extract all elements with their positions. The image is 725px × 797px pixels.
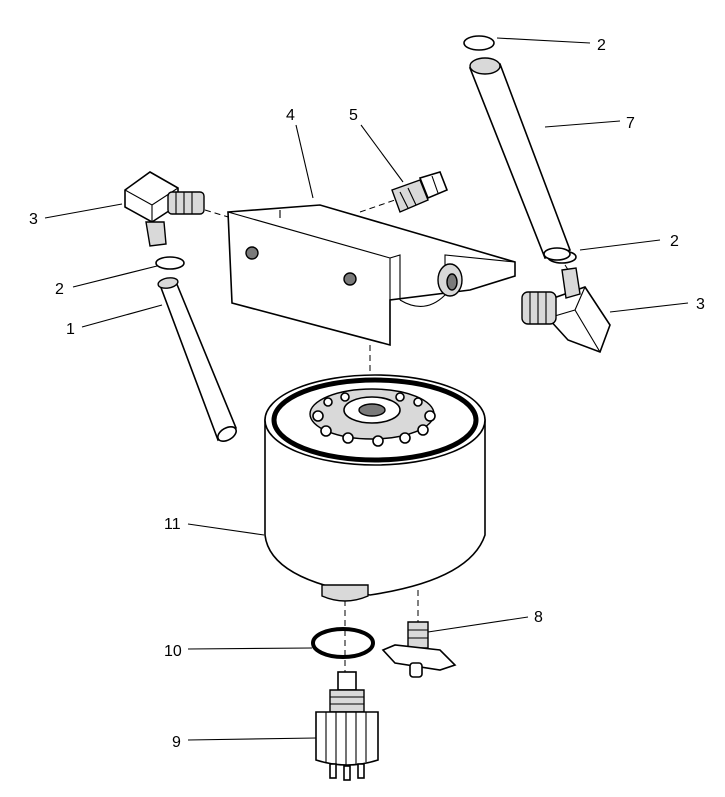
part-5-fitting — [391, 171, 449, 213]
part-11-filter — [264, 374, 486, 602]
part-10-o-ring — [311, 627, 375, 659]
callout-3-right: 3 — [696, 296, 705, 313]
callout-8: 8 — [534, 609, 543, 626]
callout-2-top: 2 — [597, 37, 606, 54]
callout-2-right: 2 — [670, 233, 679, 250]
part-2-clamp-top — [463, 35, 495, 51]
part-9-sensor — [315, 671, 379, 781]
part-4-bracket — [227, 204, 516, 347]
callout-3-left: 3 — [29, 211, 38, 228]
part-2-clamp-left — [155, 256, 185, 270]
callout-9: 9 — [172, 734, 181, 751]
callout-11: 11 — [164, 516, 181, 533]
part-3-elbow-right — [521, 267, 611, 354]
callout-labels: 2 7 2 3 4 5 3 2 1 11 8 10 9 — [29, 37, 705, 751]
part-1-hose — [157, 277, 237, 443]
leader-lines — [44, 37, 689, 741]
callout-5: 5 — [349, 107, 358, 124]
callout-10: 10 — [164, 643, 182, 660]
callout-7: 7 — [626, 115, 635, 132]
part-7-hose — [468, 57, 572, 261]
callout-1: 1 — [66, 321, 75, 338]
part-3-elbow-left — [124, 171, 205, 247]
callout-4: 4 — [286, 107, 295, 124]
part-8-drain — [381, 621, 457, 678]
callout-2-left: 2 — [55, 281, 64, 298]
